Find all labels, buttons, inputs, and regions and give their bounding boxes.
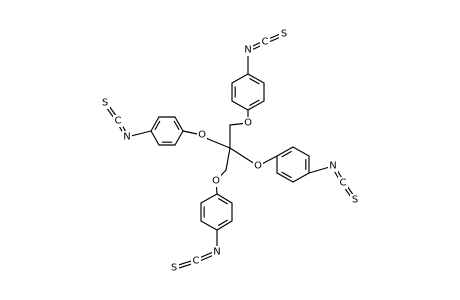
ring-bond <box>174 130 184 146</box>
ring-bond <box>150 116 160 132</box>
oxygen-atom-right-backdrop <box>253 160 263 172</box>
aromatic-inner-bond <box>218 219 228 226</box>
ring-bond <box>292 146 310 157</box>
sulfur-atom-top: S <box>281 29 287 40</box>
aromatic-inner-bond <box>154 120 161 131</box>
oxygen-atom-right: O <box>254 161 262 172</box>
ring-bond <box>216 193 233 204</box>
nitrogen-atom-left: N <box>123 132 130 143</box>
ring-bond <box>150 130 160 146</box>
aromatic-inner-bond <box>249 99 260 106</box>
oxygen-atom-bottom: O <box>212 176 220 187</box>
ring-bond <box>200 220 218 231</box>
nitrogen-atom-bottom: N <box>213 247 220 258</box>
oxygen-atom-bottom-backdrop <box>211 175 221 187</box>
sulfur-atom-bottom-backdrop <box>169 262 179 274</box>
carbon-atom-bottom: C <box>193 256 200 267</box>
ring-bond <box>231 100 249 111</box>
sulfur-atom-right-backdrop <box>350 194 360 206</box>
sulfur-atom-bottom: S <box>171 263 177 274</box>
oxygen-atom-left: O <box>198 130 206 141</box>
aromatic-inner-bond <box>249 78 260 85</box>
aromatic-inner-bond <box>281 171 292 179</box>
ring-bond <box>216 220 233 231</box>
ring-bond <box>276 146 294 157</box>
carbon-atom-bottom-backdrop <box>191 255 201 267</box>
aromatic-inner-bond <box>281 150 292 158</box>
single-bond <box>229 147 245 158</box>
carbon-atom-top: C <box>262 37 269 48</box>
oxygen-atom-top: O <box>244 118 252 129</box>
single-bond <box>207 138 231 149</box>
sulfur-atom-left: S <box>102 98 108 109</box>
nitrogen-atom-bottom-backdrop <box>212 246 222 258</box>
oxygen-atom-left-backdrop <box>197 129 207 141</box>
single-bond <box>225 147 231 171</box>
carbon-atom-right-backdrop <box>338 177 348 189</box>
carbon-atom-left: C <box>115 116 122 127</box>
ring-bond <box>276 172 294 183</box>
nitrogen-atom-left-backdrop <box>122 131 132 143</box>
nitrogen-atom-right-backdrop <box>328 160 338 172</box>
sulfur-atom-right: S <box>352 195 358 206</box>
ring-bond <box>292 172 310 183</box>
nitrogen-atom-top-backdrop <box>243 44 253 56</box>
aromatic-inner-bond <box>218 198 228 205</box>
sulfur-atom-left-backdrop <box>100 97 110 109</box>
bond-layer <box>103 32 357 271</box>
ring-bond <box>174 116 184 132</box>
oxygen-atom-top-backdrop <box>243 117 253 129</box>
nitrogen-atom-right: N <box>329 161 336 172</box>
ring-bond <box>247 73 265 84</box>
ring-bond <box>247 100 265 111</box>
ring-bond <box>200 193 218 204</box>
carbon-atom-top-backdrop <box>260 36 270 48</box>
aromatic-inner-bond <box>173 120 180 131</box>
sulfur-atom-top-backdrop <box>279 28 289 40</box>
nitrogen-atom-top: N <box>244 45 251 56</box>
carbon-atom-left-backdrop <box>113 115 123 127</box>
carbon-atom-right: C <box>340 178 347 189</box>
ring-bond <box>231 73 249 84</box>
